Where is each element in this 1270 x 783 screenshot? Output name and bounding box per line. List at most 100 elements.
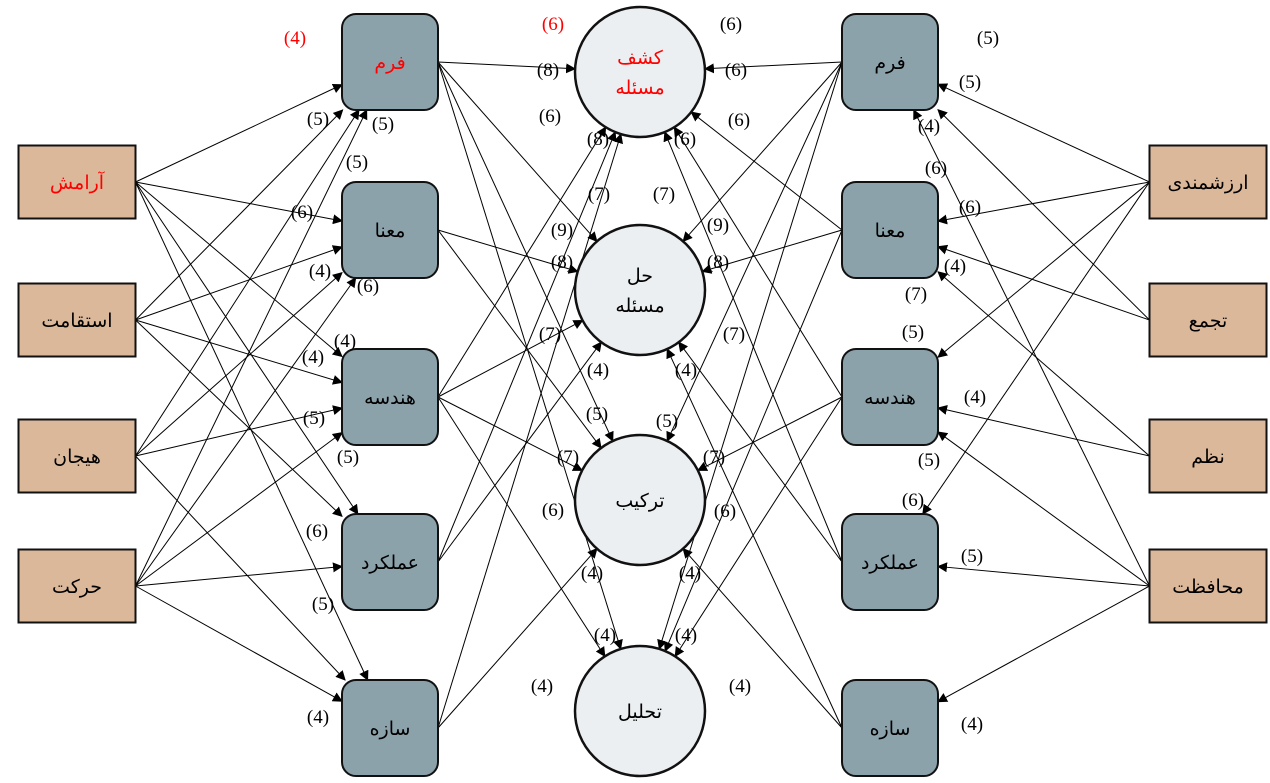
left-aspect-shape bbox=[341, 679, 439, 777]
weight-label: (4) bbox=[307, 707, 329, 728]
value-node-v2: تجمع bbox=[1148, 282, 1268, 358]
weight-label: (6) bbox=[728, 110, 750, 131]
edge-L1-P3 bbox=[437, 61, 614, 442]
edge-V3-R3 bbox=[937, 405, 1150, 457]
weight-label: (5) bbox=[312, 594, 334, 615]
edge-L5-P1 bbox=[437, 133, 624, 729]
edge-E4-L2 bbox=[135, 277, 357, 587]
weight-label: (4) bbox=[918, 116, 940, 137]
left-aspect-node-l3: هندسه bbox=[341, 348, 439, 446]
left-aspect-shape bbox=[341, 181, 439, 279]
edges-layer bbox=[135, 61, 1150, 729]
weight-label: (5) bbox=[977, 28, 999, 49]
left-aspect-label: معنا bbox=[375, 220, 406, 242]
right-aspect-shape bbox=[841, 181, 939, 279]
value-label: نظم bbox=[1191, 446, 1225, 468]
left-aspect-label: سازه bbox=[370, 718, 411, 740]
emotion-label: آرامش bbox=[50, 170, 105, 194]
weights-layer: (4)(5)(5)(5)(6)(4)(6)(4)(4)(5)(5)(6)(5)(… bbox=[284, 14, 999, 735]
weight-label: (4) bbox=[961, 714, 983, 735]
value-label: ارزشمندی bbox=[1167, 172, 1248, 194]
weight-label: (6) bbox=[539, 106, 561, 127]
weight-label: (5) bbox=[346, 152, 368, 173]
process-label: کشف bbox=[617, 47, 664, 69]
emotion-node-e3: هیجان bbox=[17, 418, 137, 494]
weight-label: (7) bbox=[703, 447, 725, 468]
weight-label: (4) bbox=[334, 331, 356, 352]
weight-label: (8) bbox=[587, 129, 609, 150]
edge-R2-P2 bbox=[701, 229, 843, 274]
edge-V1-R2 bbox=[937, 181, 1150, 225]
edge-R4-P1 bbox=[663, 131, 843, 563]
weight-label: (7) bbox=[723, 324, 745, 345]
emotion-node-e4: حرکت bbox=[17, 548, 137, 624]
left-aspect-node-l2: معنا bbox=[341, 181, 439, 279]
emotion-shape bbox=[17, 418, 137, 494]
weight-label: (9) bbox=[707, 215, 729, 236]
edge-V2-R2 bbox=[937, 244, 1150, 321]
left-aspect-shape bbox=[341, 13, 439, 111]
weight-label: (7) bbox=[557, 447, 579, 468]
left-aspect-node-l4: عملکرد bbox=[341, 513, 439, 611]
edge-V4-R4 bbox=[937, 562, 1150, 587]
weight-label: (5) bbox=[372, 114, 394, 135]
process-shape bbox=[573, 644, 707, 778]
edge-L3-P3 bbox=[437, 396, 583, 471]
weight-label: (7) bbox=[905, 284, 927, 305]
weight-label: (7) bbox=[653, 184, 675, 205]
left-aspect-label: فرم bbox=[374, 52, 405, 74]
weight-label: (4) bbox=[675, 360, 697, 381]
weight-label: (4) bbox=[587, 360, 609, 381]
edge-E3-L5 bbox=[135, 455, 346, 681]
process-shape bbox=[573, 5, 707, 139]
process-node-p4: تحلیل bbox=[573, 644, 707, 778]
edge-R1-P2 bbox=[682, 61, 843, 243]
emotion-label: حرکت bbox=[52, 576, 102, 598]
left-aspect-node-l1: فرم bbox=[341, 13, 439, 111]
weight-label: (8) bbox=[537, 60, 559, 81]
weight-label: (5) bbox=[961, 546, 983, 567]
weight-label: (5) bbox=[656, 411, 678, 432]
weight-label: (4) bbox=[729, 676, 751, 697]
edge-V4-R1 bbox=[913, 109, 1150, 587]
weight-label: (4) bbox=[679, 563, 701, 584]
edge-E3-L3 bbox=[135, 405, 343, 457]
weight-label: (6) bbox=[542, 14, 564, 35]
weight-label: (5) bbox=[959, 72, 981, 93]
edge-L2-P2 bbox=[437, 229, 579, 274]
edge-R3-P1 bbox=[673, 126, 843, 398]
weight-label: (7) bbox=[588, 184, 610, 205]
weight-label: (5) bbox=[918, 450, 940, 471]
process-label: ترکیب bbox=[615, 490, 664, 512]
weight-label: (4) bbox=[302, 347, 324, 368]
emotion-shape bbox=[17, 548, 137, 624]
left-aspect-label: هندسه bbox=[364, 387, 416, 409]
edge-E3-L2 bbox=[135, 271, 343, 457]
process-shape bbox=[573, 223, 707, 357]
weight-label: (4) bbox=[675, 625, 697, 646]
weight-label: (4) bbox=[594, 625, 616, 646]
right-aspect-shape bbox=[841, 513, 939, 611]
weight-label: (6) bbox=[902, 490, 924, 511]
edge-E1-L3 bbox=[135, 181, 343, 358]
weight-label: (4) bbox=[309, 261, 331, 282]
edge-L3-P4 bbox=[437, 396, 606, 658]
emotion-label: استقامت bbox=[41, 310, 112, 332]
edge-E1-L2 bbox=[135, 181, 343, 225]
edge-E1-L1 bbox=[135, 83, 343, 183]
edge-E4-L5 bbox=[135, 585, 343, 702]
edge-E4-L1 bbox=[135, 109, 368, 587]
edge-R1-P4 bbox=[657, 61, 843, 650]
process-label: تحلیل bbox=[618, 701, 662, 723]
value-label: تجمع bbox=[1189, 310, 1228, 332]
weight-label: (4) bbox=[531, 676, 553, 697]
edge-E2-L4 bbox=[135, 319, 343, 518]
value-label: محافظت bbox=[1172, 576, 1244, 598]
weight-label: (8) bbox=[707, 252, 729, 273]
edge-V4-R5 bbox=[937, 585, 1150, 703]
weight-label: (8) bbox=[551, 252, 573, 273]
right-aspect-node-r3: هندسه bbox=[841, 348, 939, 446]
emotion-node-e2: استقامت bbox=[17, 282, 137, 358]
weight-label: (6) bbox=[542, 500, 564, 521]
